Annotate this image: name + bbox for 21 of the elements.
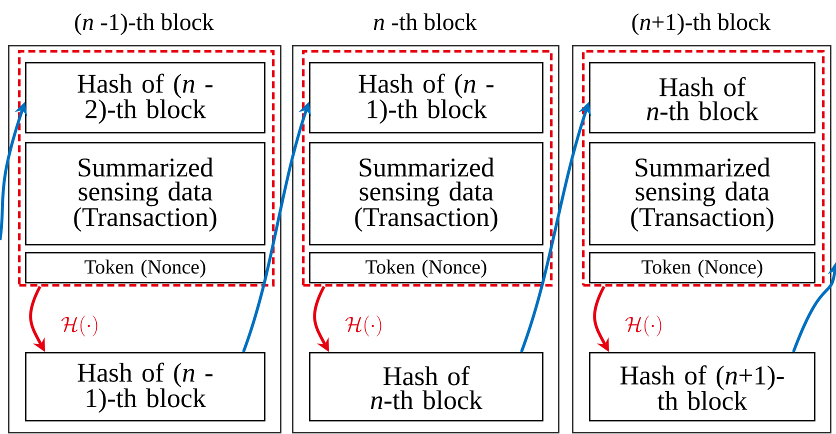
edge-label: $\mathcal{H}(\cdot)$	[624, 314, 664, 338]
block-title: n -th block	[374, 13, 477, 30]
text-box: Hash of n-th block	[309, 352, 544, 422]
text-box: Summarized sensing data (Transaction)	[309, 142, 544, 246]
dashed-group-box	[582, 50, 825, 287]
text-box: Hash of (n -2)-th block	[25, 62, 266, 134]
block-title: (n -1)-th block	[75, 13, 214, 36]
text-box: Hash of n-th block	[589, 62, 816, 134]
text-box: Token (Nonce)	[25, 252, 266, 284]
edge-label: $\mathcal{H}(\cdot)$	[60, 314, 100, 338]
text-box: Hash of (n -1)-th block	[25, 352, 266, 422]
block-title: (n+1)-th block	[632, 13, 771, 36]
text-box: Hash of (n+1)-th block	[589, 352, 816, 422]
text-box: Summarized sensing data (Transaction)	[589, 142, 816, 246]
text-box: Hash of (n -1)-th block	[309, 62, 544, 134]
edge-label: $\mathcal{H}(\cdot)$	[344, 314, 384, 338]
text-box: Summarized sensing data (Transaction)	[25, 142, 266, 246]
text-box: Token (Nonce)	[309, 252, 544, 284]
dashed-group-box	[18, 50, 275, 287]
text-box: Token (Nonce)	[589, 252, 816, 284]
dashed-group-box	[302, 50, 553, 287]
